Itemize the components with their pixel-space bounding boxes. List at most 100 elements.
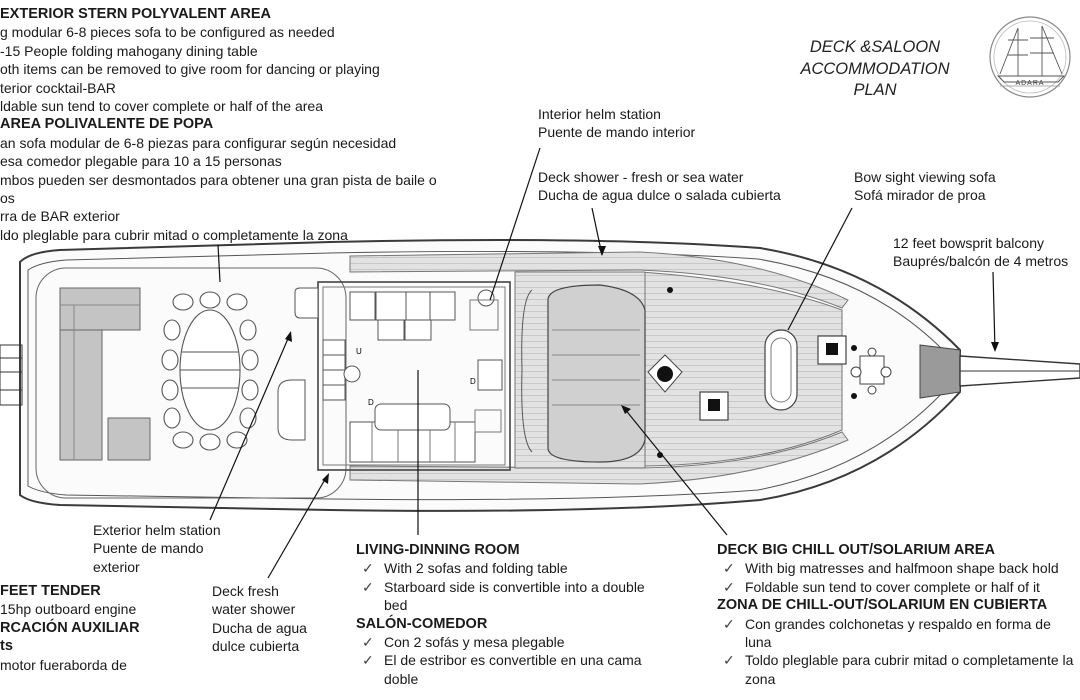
living-line: SALÓN-COMEDOR (356, 615, 488, 632)
top_left-line: rra de BAR exterior (0, 208, 120, 225)
check-icon: ✓ (723, 615, 735, 632)
top_left-line: ldable sun tend to cover complete or hal… (0, 98, 323, 115)
living-line: ✓ Con 2 sofás y mesa plegable (356, 633, 645, 651)
exterior-helm-line-1: Exterior helm station (93, 522, 221, 538)
chill-line-text: Toldo pleglable para cubrir mitad o comp… (745, 652, 1074, 669)
exterior-helm-line-3: exterior (93, 558, 140, 575)
fresh-shower-line-2: water shower (212, 601, 296, 618)
chill-line-text: Con grandes colchonetas y respaldo en fo… (745, 615, 1051, 632)
chill-out-description: DECK BIG CHILL OUT/SOLARIUM AREA ✓ With bi… (717, 541, 1073, 688)
chill-line: luna (745, 634, 772, 651)
fresh-shower-line-1: Deck fresh (212, 583, 279, 599)
plan-title-line-2: ACCOMMODATION (800, 59, 950, 78)
stern-area-description: EXTERIOR STERN POLYVALENT AREA g modular … (0, 5, 437, 244)
living-line: ✓ Starboard side is convertible into a do… (356, 578, 645, 596)
fresh-shower-line-3: Ducha de agua (212, 619, 307, 636)
chill-line: DECK BIG CHILL OUT/SOLARIUM AREA (717, 542, 995, 558)
deck-shower-label: Deck shower - fresh or sea water Ducha d… (538, 168, 781, 205)
plan-title-line-3: PLAN (853, 81, 897, 99)
deck-shower-es: Ducha de agua dulce o salada cubierta (538, 187, 781, 204)
check-icon: ✓ (362, 652, 374, 669)
exterior-helm-seat (277, 379, 306, 441)
check-icon: ✓ (362, 578, 374, 595)
bowsprit-en: 12 feet bowsprit balcony (893, 235, 1044, 251)
svg-text:U: U (356, 347, 362, 356)
dining-table (161, 291, 259, 451)
chill-line-text: With big matresses and halfmoon shape ba… (745, 560, 1059, 577)
svg-text:D: D (368, 398, 374, 407)
solarium-mattress (547, 284, 646, 463)
main-mast (647, 354, 683, 393)
top_left-line: os (0, 190, 15, 207)
top_left-line: an sofa modular de 6-8 piezas para confi… (0, 134, 397, 151)
living-line: ✓ El de estribor es convertible en una ca… (356, 651, 645, 669)
interior-helm-es: Puente de mando interior (538, 124, 696, 141)
tender-line: FEET TENDER (0, 583, 101, 599)
stern-ladder (0, 344, 23, 406)
port-side-deck (349, 251, 849, 309)
top_left-line: mbos pueden ser desmontados para obtener… (0, 171, 437, 188)
salon-table (374, 403, 451, 431)
chill-line: zona (745, 670, 776, 687)
leader-lines (209, 147, 999, 579)
living-line-text: With 2 sofas and folding table (384, 560, 568, 577)
tender-line: RCACIÓN AUXILIAR (0, 619, 140, 636)
exterior-helm-line-2: Puente de mando (93, 540, 204, 557)
companionway-stairs (322, 339, 361, 401)
plan-title-line-1: DECK &SALOON (809, 38, 941, 56)
upper-salon-seats (349, 291, 456, 341)
logo-text: ADARA (1015, 80, 1045, 87)
deckhouse (317, 281, 511, 471)
chill-line: ✓ Toldo pleglable para cubrir mitad o com… (717, 651, 1073, 669)
chill-line: ✓ Con grandes colchonetas y respaldo en f… (717, 615, 1073, 633)
svg-text:D: D (470, 377, 476, 386)
bow-sofa-en: Bow sight viewing sofa (854, 169, 996, 185)
chill-line-text: Foldable sun tend to cover complete or h… (745, 578, 1040, 595)
tender-line: motor fueraborda de (0, 656, 127, 673)
chill-line: ZONA DE CHILL-OUT/SOLARIUM EN CUBIERTA (717, 597, 1048, 614)
living-room-description: LIVING-DINNING ROOM ✓ With 2 sofas and fol… (356, 541, 645, 688)
bow-sofa-label: Bow sight viewing sofa Sofá mirador de p… (854, 168, 996, 205)
top_left-line: esa comedor plegable para 10 a 15 person… (0, 153, 282, 170)
interior-helm-label: Interior helm station Puente de mando in… (538, 105, 695, 142)
check-icon: ✓ (362, 560, 374, 577)
chill-line: ✓ Foldable sun tend to cover complete or … (717, 578, 1073, 596)
starboard-side-deck (349, 431, 849, 485)
living-line-text: El de estribor es convertible en una cam… (384, 652, 642, 669)
interior-helm-en: Interior helm station (538, 106, 661, 122)
living-line: ✓ With 2 sofas and folding table (356, 559, 645, 577)
top_left-line: g modular 6-8 pieces sofa to be configur… (0, 24, 335, 41)
living-line: doble (384, 670, 419, 687)
check-icon: ✓ (362, 634, 374, 651)
bow-viewing-sofa (764, 329, 798, 411)
chill-line: ✓ With big matresses and halfmoon shape b… (717, 559, 1073, 577)
bow-sofa-es: Sofá mirador de proa (854, 187, 986, 204)
tender-line: 15hp outboard engine (0, 601, 137, 618)
check-icon: ✓ (723, 560, 735, 577)
plan-title: DECK &SALOON ACCOMMODATION PLAN (785, 37, 965, 102)
bowsprit-es: Bauprés/balcón de 4 metros (893, 253, 1069, 270)
fresh-shower-label: Deck fresh water shower Ducha de agua du… (212, 582, 307, 656)
top_left-line: AREA POLIVALENTE DE POPA (0, 116, 214, 133)
fresh-shower-line-4: dulce cubierta (212, 638, 300, 655)
check-icon: ✓ (723, 578, 735, 595)
living-line: LIVING-DINNING ROOM (356, 542, 520, 558)
bow-seating (850, 347, 892, 395)
top_left-line: EXTERIOR STERN POLYVALENT AREA (0, 6, 271, 22)
top_left-line: terior cocktail-BAR (0, 79, 116, 96)
modular-sofa (59, 287, 151, 461)
living-line-text: Con 2 sofás y mesa plegable (384, 634, 565, 651)
exterior-helm-label: Exterior helm station Puente de mando ex… (93, 521, 221, 576)
bowsprit-label: 12 feet bowsprit balcony Bauprés/balcón … (893, 234, 1068, 271)
top_left-line: -15 People folding mahogany dining table (0, 42, 258, 59)
living-line-text: Starboard side is convertible into a dou… (384, 578, 645, 595)
top_left-line: oth items can be removed to give room fo… (0, 61, 380, 78)
check-icon: ✓ (723, 652, 735, 669)
tender-line: ts (0, 638, 13, 655)
top_left-line: ldo pleglable para cubrir mitad o comple… (0, 226, 348, 243)
foredeck (639, 271, 843, 467)
deck-shower-en: Deck shower - fresh or sea water (538, 169, 744, 185)
living-line: bed (384, 597, 408, 614)
